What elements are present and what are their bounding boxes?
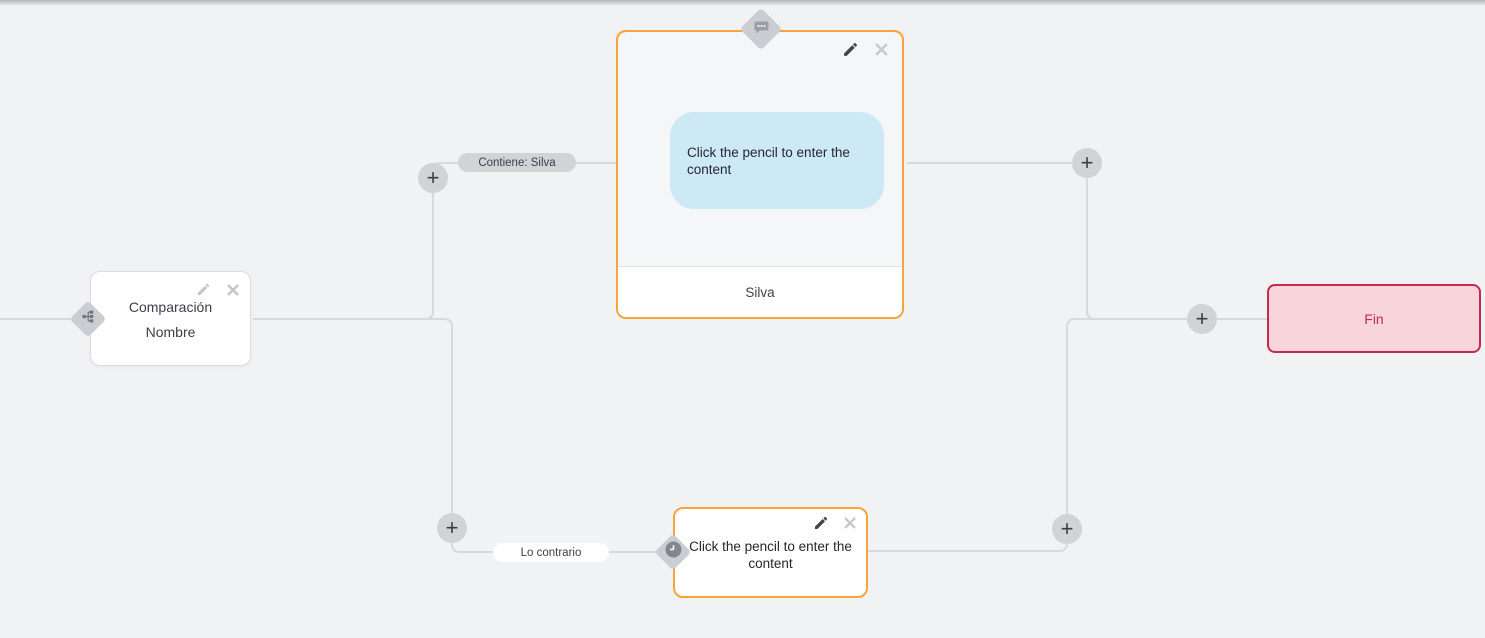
add-node-button-after-delay[interactable]: + [1052, 514, 1082, 544]
message-bubble: Click the pencil to enter the content [670, 112, 884, 209]
edge-label-contains: Contiene: Silva [458, 153, 576, 172]
end-node[interactable]: Fin [1267, 284, 1481, 353]
add-node-button-branch-top[interactable]: + [418, 163, 448, 193]
message-node[interactable]: Click the pencil to enter the content Si… [616, 30, 904, 319]
close-icon[interactable] [874, 42, 889, 57]
add-node-button-before-end[interactable]: + [1187, 304, 1217, 334]
edit-pencil-icon[interactable] [813, 515, 829, 531]
close-icon[interactable] [843, 516, 857, 530]
comparison-node-port[interactable] [71, 302, 105, 336]
end-node-label: Fin [1364, 310, 1384, 327]
close-icon[interactable] [226, 283, 240, 297]
comparison-node[interactable]: Comparación Nombre [90, 271, 251, 366]
edge-delay-to-end [868, 318, 1267, 552]
delay-node-port[interactable] [656, 535, 690, 569]
hierarchy-icon [82, 310, 95, 328]
add-node-button-after-message[interactable]: + [1072, 148, 1102, 178]
edge-label-otherwise: Lo contrario [493, 543, 609, 562]
delay-node-placeholder: Click the pencil to enter the content [689, 539, 852, 571]
message-node-footer: Silva [618, 266, 902, 317]
edit-pencil-icon[interactable] [196, 282, 211, 297]
add-node-button-branch-bottom[interactable]: + [437, 513, 467, 543]
chat-bubble-icon [753, 19, 770, 40]
comparison-node-variable: Nombre [145, 324, 196, 340]
edge-message-to-end [907, 162, 1267, 320]
clock-icon [665, 541, 682, 563]
delay-node[interactable]: Click the pencil to enter the content [673, 507, 868, 598]
message-bubble-text: Click the pencil to enter the content [687, 144, 850, 177]
message-node-port[interactable] [741, 9, 781, 49]
comparison-node-title: Comparación [128, 299, 213, 315]
message-node-name: Silva [745, 284, 775, 300]
edge-comparison-to-delay [253, 318, 661, 553]
edit-pencil-icon[interactable] [842, 41, 859, 58]
